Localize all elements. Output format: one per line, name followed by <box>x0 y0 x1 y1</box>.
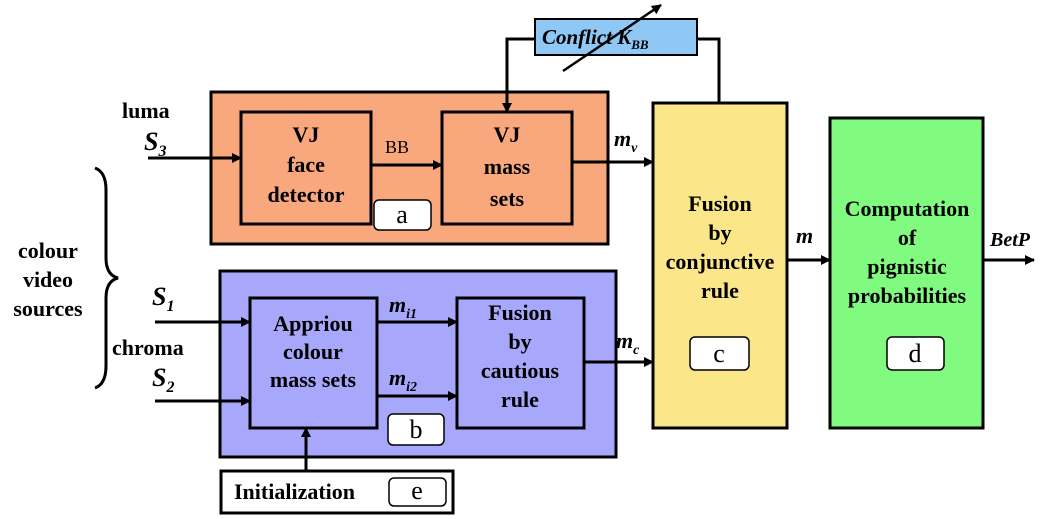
betp-label: BetP <box>989 229 1031 251</box>
conflict-box <box>534 18 698 56</box>
vj-mass-line2: mass <box>484 154 531 179</box>
bb-label: BB <box>385 137 409 157</box>
mv-sub: v <box>631 141 638 156</box>
mv-label: mv <box>614 126 638 156</box>
conflict-base: Conflict K <box>542 25 633 49</box>
cautious-line3: cautious <box>481 358 560 383</box>
appriou-line1: Appriou <box>273 311 352 336</box>
cautious-line2: by <box>508 329 531 354</box>
tag-box-e <box>388 477 447 507</box>
tag-b: b <box>410 415 423 444</box>
conflict-line-left <box>502 37 535 113</box>
mi1-label: mi1 <box>389 292 417 322</box>
tag-box-c <box>689 336 750 371</box>
appriou-line2: colour <box>283 339 343 364</box>
appriou-box <box>248 296 379 430</box>
mc-base: m <box>616 328 633 353</box>
colour-video-sources-line2: video <box>23 267 73 292</box>
computation-line2: of <box>898 225 917 250</box>
tag-c: c <box>713 339 725 368</box>
sources-brace <box>94 166 119 390</box>
conflict-label: Conflict KBB <box>542 25 649 52</box>
tag-box-a <box>373 199 432 231</box>
computation-line1: Computation <box>845 196 970 221</box>
conjunctive-line1: Fusion <box>688 191 752 216</box>
mi2-base: m <box>389 365 406 390</box>
conflict-sub: BB <box>630 37 649 52</box>
conjunctive-line4: rule <box>701 278 739 303</box>
mc-label: mc <box>616 328 640 358</box>
mc-sub: c <box>633 343 640 358</box>
conjunctive-line2: by <box>708 220 731 245</box>
cautious-line4: rule <box>501 387 539 412</box>
conjunctive-box <box>651 101 789 430</box>
chroma-label: chroma <box>112 335 184 360</box>
s1-base: S <box>152 282 166 311</box>
computation-line3: pignistic <box>867 254 947 279</box>
vj-face-line3: detector <box>268 182 345 207</box>
m-label: m <box>796 223 813 248</box>
s3-base: S <box>144 127 158 156</box>
mi2-label: mi2 <box>389 365 417 395</box>
initialization-label: Initialization <box>234 479 355 504</box>
computation-line4: probabilities <box>848 283 967 308</box>
s2-sub: 2 <box>165 379 174 396</box>
s2-base: S <box>152 363 166 392</box>
vj-mass-line1: VJ <box>494 122 521 147</box>
cautious-line1: Fusion <box>488 300 552 325</box>
mi1-sub: i1 <box>406 307 417 322</box>
vj-mass-line3: sets <box>490 186 525 211</box>
mv-base: m <box>614 126 631 151</box>
conflict-line-right <box>697 37 721 103</box>
s1-sub: 1 <box>166 298 174 315</box>
luma-label: luma <box>122 98 170 123</box>
tag-e: e <box>411 476 423 505</box>
s3-label: S3 <box>144 127 166 160</box>
tag-box-d <box>886 336 945 371</box>
vj-face-detector-box <box>239 110 373 226</box>
mi1-base: m <box>389 292 406 317</box>
tag-d: d <box>909 339 922 368</box>
appriou-line3: mass sets <box>270 367 357 392</box>
s1-label: S1 <box>152 282 174 315</box>
colour-video-sources-line3: sources <box>13 296 83 321</box>
vj-face-line2: face <box>287 152 325 177</box>
colour-video-sources-line1: colour <box>18 238 78 263</box>
conflict-diagonal <box>562 3 662 73</box>
s3-sub: 3 <box>157 143 166 160</box>
computation-box <box>828 116 985 430</box>
tag-box-b <box>387 413 445 446</box>
tag-a: a <box>396 200 408 229</box>
cautious-box <box>455 296 586 430</box>
vj-mass-sets-box <box>440 110 574 226</box>
conjunctive-line3: conjunctive <box>666 249 775 274</box>
s2-label: S2 <box>152 363 174 396</box>
mi2-sub: i2 <box>406 380 417 395</box>
vj-face-line1: VJ <box>293 122 320 147</box>
